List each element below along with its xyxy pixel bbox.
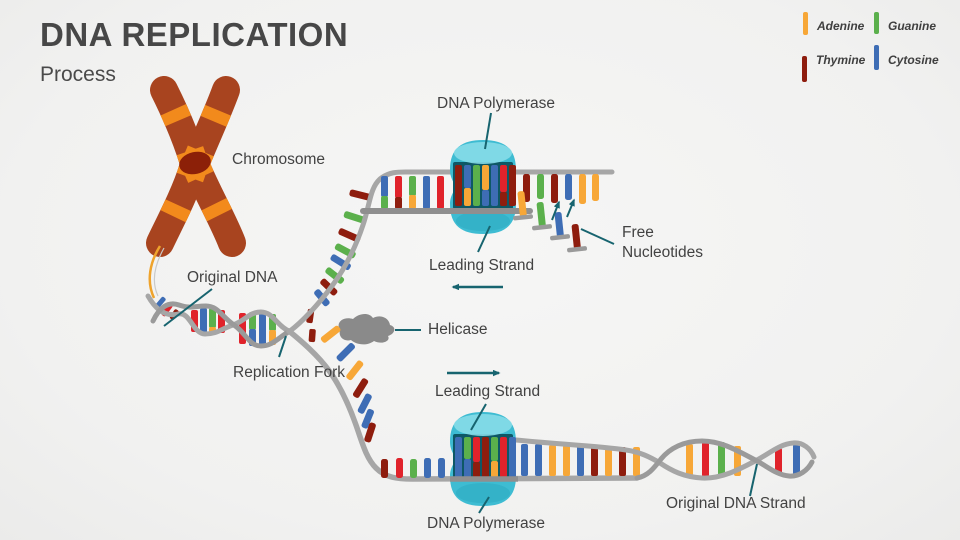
legend-label: Guanine — [888, 19, 936, 33]
legend: Adenine Guanine Thymine Cytosine — [802, 12, 939, 82]
label-original-dna: Original DNA — [187, 269, 278, 286]
legend-item-cytosine: Cytosine — [874, 45, 939, 70]
legend-item-guanine: Guanine — [874, 12, 936, 34]
chromatin-thread — [148, 245, 162, 299]
free-nucleotides — [513, 191, 588, 253]
cytosine-swatch — [874, 45, 879, 70]
label-helicase: Helicase — [428, 321, 487, 338]
guanine-swatch — [874, 12, 879, 34]
dna-polymerase-bottom — [450, 412, 516, 506]
legend-item-thymine: Thymine — [802, 53, 866, 82]
original-dna-strand-helix — [513, 437, 817, 481]
label-leading-strand-top: Leading Strand — [429, 257, 534, 274]
label-replication-fork: Replication Fork — [233, 364, 345, 381]
bottom-template-strand — [286, 325, 640, 482]
nucleotide-arrow — [551, 200, 560, 221]
legend-item-adenine: Adenine — [803, 12, 865, 35]
thymine-swatch — [802, 56, 807, 82]
label-original-dna-strand: Original DNA Strand — [666, 495, 806, 512]
helicase-blob — [338, 313, 395, 345]
label-leading-strand-bottom: Leading Strand — [435, 383, 540, 400]
page-title: DNA REPLICATION — [40, 16, 348, 53]
chromosome-graphic — [146, 76, 246, 299]
legend-label: Adenine — [816, 19, 865, 33]
original-dna-helix — [145, 293, 316, 349]
annotation-lines — [163, 112, 758, 514]
legend-label: Thymine — [816, 53, 866, 67]
nucleotide-arrow — [566, 198, 575, 218]
centromere — [179, 151, 211, 175]
label-dna-polymerase-top: DNA Polymerase — [437, 95, 555, 112]
dna-polymerase-top — [450, 140, 516, 234]
label-free-nucleotides-1: Free — [622, 224, 654, 241]
label-dna-polymerase-bottom: DNA Polymerase — [427, 515, 545, 532]
label-free-nucleotides-2: Nucleotides — [622, 244, 703, 261]
top-template-strand — [287, 169, 615, 334]
legend-label: Cytosine — [888, 53, 939, 67]
adenine-swatch — [803, 12, 808, 35]
page-subtitle: Process — [40, 63, 116, 86]
label-chromosome: Chromosome — [232, 151, 325, 168]
